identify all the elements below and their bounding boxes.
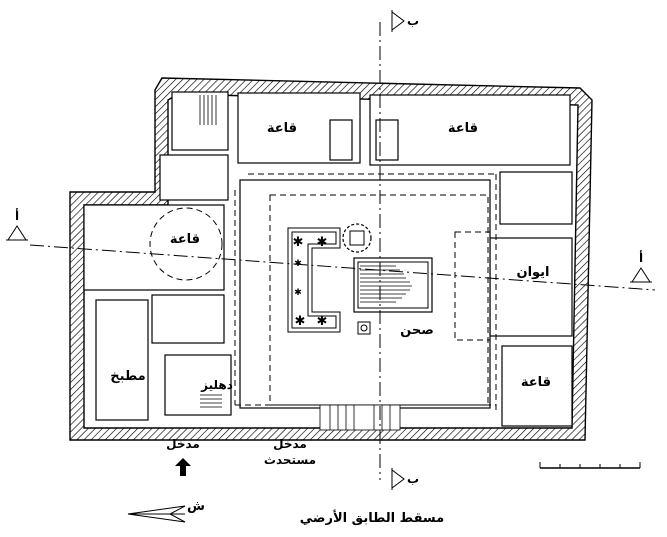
section-marker-ba-top: [391, 10, 405, 32]
section-marker-alef-left: [6, 225, 28, 241]
label-main-entrance: مدخل: [166, 437, 200, 451]
section-marker-alef-right: [630, 267, 652, 283]
label-qaa-bottom-right: قاعة: [521, 375, 551, 390]
room-right-top: [499, 171, 573, 225]
stair-entrance: [319, 404, 401, 431]
plan-caption: مسقط الطابق الأرضي: [300, 509, 444, 526]
room-iwan: [489, 237, 573, 337]
well: [357, 321, 371, 335]
svg-text:✱: ✱: [295, 314, 306, 329]
section-line-alef: [29, 244, 656, 291]
small-room: [159, 154, 229, 201]
room-qaa-top-right: [369, 94, 571, 166]
qaa-dome-outline: [149, 207, 223, 281]
section-marker-ba-bottom: [391, 468, 405, 490]
entrance-arrow-icon: [175, 458, 191, 476]
label-qaa-top-left: قاعة: [267, 121, 297, 136]
label-new-entrance-2: مستحدث: [264, 453, 316, 467]
iwan-projection: [454, 231, 491, 341]
room-qaa-bottom-right: [501, 345, 573, 427]
label-section-alef-right: أ: [639, 250, 643, 265]
svg-text:✱: ✱: [317, 235, 328, 250]
room-dehliz: [164, 354, 232, 416]
courtyard-gallery-outline: [269, 194, 489, 406]
svg-text:✱: ✱: [294, 288, 302, 298]
label-section-ba-bottom: ب: [407, 472, 419, 486]
scale-bar: [539, 462, 641, 469]
label-north: ش: [187, 499, 205, 514]
stair-dehliz: [200, 394, 222, 408]
label-iwan: ايوان: [516, 265, 549, 280]
label-dehliz: دهليز: [200, 378, 233, 392]
label-new-entrance-1: مدخل: [273, 437, 307, 451]
room-qaa-left: [83, 204, 225, 291]
label-qaa-top-right: قاعة: [448, 121, 478, 136]
niche: [329, 119, 353, 161]
svg-text:✱: ✱: [317, 314, 328, 329]
label-kitchen: مطبخ: [110, 369, 145, 384]
label-qaa-left: قاعة: [170, 232, 200, 247]
label-section-alef-left: أ: [15, 208, 19, 223]
tree-icon: [342, 223, 372, 253]
label-section-ba-top: ب: [407, 14, 419, 28]
small-room: [151, 294, 225, 344]
fountain-basin: [353, 257, 433, 313]
stair-top: [199, 95, 217, 125]
room-kitchen: [95, 299, 149, 421]
label-sahn: صحن: [400, 323, 434, 338]
niche: [375, 119, 399, 161]
svg-text:✱: ✱: [293, 235, 304, 250]
